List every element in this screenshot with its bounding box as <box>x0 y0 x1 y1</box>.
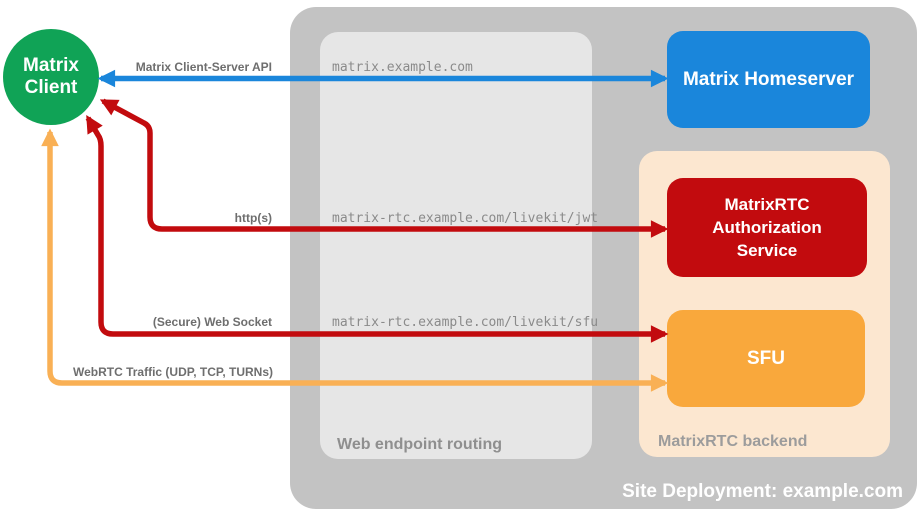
route-url-livekit-jwt: matrix-rtc.example.com/livekit/jwt <box>332 211 599 226</box>
matrix-homeserver-node: Matrix Homeserver <box>667 31 870 128</box>
client-sfu-webrtc-arrow <box>41 128 669 392</box>
matrix-client-node: Matrix Client <box>3 29 99 125</box>
web-endpoint-routing-label: Web endpoint routing <box>337 436 503 453</box>
matrixrtc-auth-service-label: MatrixRTC Authorization Service <box>712 195 822 260</box>
site-deployment-label: Site Deployment: example.com <box>622 481 903 502</box>
route-url-homeserver: matrix.example.com <box>332 60 473 75</box>
route-url-livekit-sfu: matrix-rtc.example.com/livekit/sfu <box>332 315 599 330</box>
webrtc-traffic-arrow-label: WebRTC Traffic (UDP, TCP, TURNs) <box>72 365 273 379</box>
client-sfu-websocket-arrow <box>85 114 669 343</box>
sfu-node: SFU <box>667 310 865 407</box>
client-server-api-arrow-label: Matrix Client-Server API <box>135 60 272 74</box>
matrix-homeserver-label: Matrix Homeserver <box>682 68 855 90</box>
sfu-label: SFU <box>747 347 785 369</box>
web-socket-arrow-label: (Secure) Web Socket <box>152 315 272 329</box>
https-arrow-label: http(s) <box>234 211 272 225</box>
matrix-client-label-line1: Matrix <box>23 55 79 76</box>
matrixrtc-auth-service-node: MatrixRTC Authorization Service <box>667 178 867 277</box>
matrix-client-label-line2: Client <box>24 77 78 98</box>
matrixrtc-backend-label: MatrixRTC backend <box>658 433 808 450</box>
client-auth-service-arrow <box>99 98 669 238</box>
